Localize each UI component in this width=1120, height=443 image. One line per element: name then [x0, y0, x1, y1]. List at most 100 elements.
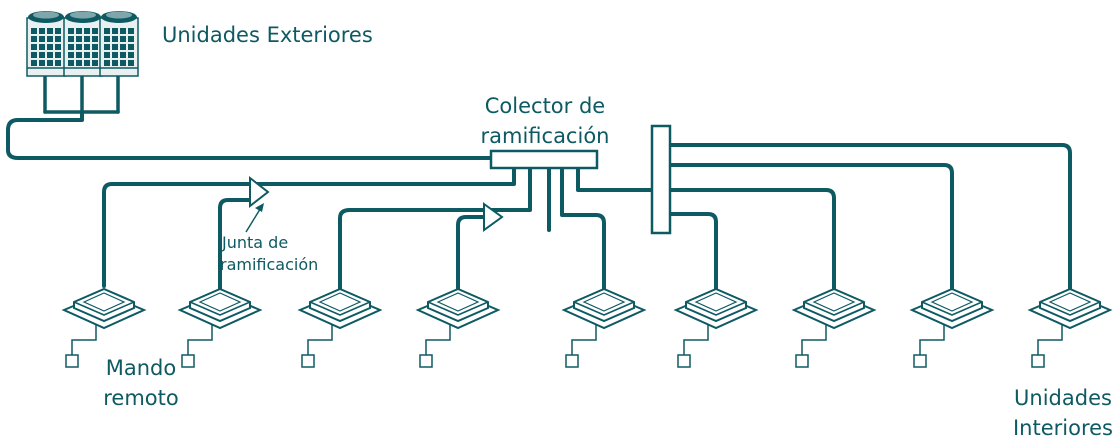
remote-wire	[571, 324, 597, 355]
outdoor-unit-grille-cell	[76, 60, 82, 66]
pipe-fittings	[245, 124, 672, 235]
indoor-unit	[561, 287, 647, 368]
branch-pipe-unit-3	[338, 165, 532, 292]
remote-controller-icon	[301, 354, 315, 368]
outdoor-unit-grille-cell	[31, 28, 37, 34]
indoor-unit-body	[427, 287, 489, 323]
outdoor-unit-grille-cell	[120, 60, 126, 66]
indoor-unit-body	[803, 287, 865, 323]
branch-pipe-unit-7	[668, 188, 836, 292]
indoor-unit-grille	[82, 292, 126, 312]
branch-header-horizontal	[489, 149, 599, 170]
remote-controller-icon	[565, 354, 579, 368]
remote-wire	[801, 324, 827, 355]
indoor-unit-grille	[694, 292, 738, 312]
outdoor-unit-grille-cell	[128, 52, 134, 58]
branch-pipe-unit-5	[560, 165, 606, 292]
outdoor-unit-grille-cell	[92, 52, 98, 58]
remote-control-label-line2: remoto	[103, 386, 179, 410]
outdoor-unit-grille-cell	[128, 44, 134, 50]
outdoor-unit-fan-grille	[106, 11, 132, 19]
branch-header-label-line2: ramificación	[480, 124, 610, 148]
branch-pipe-unit-8	[668, 163, 954, 292]
outdoor-unit-grille-cell	[39, 28, 45, 34]
outdoor-unit-grille-cell	[31, 52, 37, 58]
indoor-units-label: Unidades Interiores	[1006, 383, 1120, 443]
outdoor-unit-grille-cell	[31, 60, 37, 66]
header-link-pipe	[576, 165, 654, 192]
indoor-unit-body	[921, 287, 983, 323]
outdoor-unit-grille-cell	[84, 28, 90, 34]
indoor-unit-edge	[573, 301, 635, 316]
outdoor-unit-grille-cell	[120, 44, 126, 50]
outdoor-unit-grille-cell	[120, 52, 126, 58]
outdoor-unit-grille-cell	[104, 44, 110, 50]
branch-pipe-upper	[256, 165, 516, 186]
outdoor-unit-grille-cell	[84, 60, 90, 66]
indoor-unit	[909, 287, 995, 368]
branch-joint-label-line2: ramificación	[220, 255, 319, 274]
indoor-unit-edge	[427, 301, 489, 316]
outdoor-unit-grille-cell	[76, 52, 82, 58]
outdoor-unit-grille-cell	[55, 52, 61, 58]
outdoor-unit	[63, 11, 103, 77]
indoor-unit	[177, 287, 263, 368]
indoor-unit-body	[573, 287, 635, 323]
outdoor-unit-grille-cell	[55, 28, 61, 34]
indoor-unit-edge	[73, 301, 135, 316]
outdoor-unit	[99, 11, 139, 77]
outdoor-unit-grille-cell	[39, 36, 45, 42]
remote-control-label-line1: Mando	[105, 356, 177, 380]
indoor-unit	[297, 287, 383, 368]
branch-pipe-unit-4	[456, 215, 496, 292]
remote-wire	[425, 324, 451, 355]
main-trunk-pipe	[6, 110, 494, 160]
outdoor-unit-grille-cell	[55, 36, 61, 42]
branch-joint-2	[483, 202, 504, 232]
branch-header-label: Colector de ramificación	[470, 91, 620, 151]
indoor-unit-body	[309, 287, 371, 323]
indoor-unit-edge	[189, 301, 251, 316]
indoor-unit-grille	[812, 292, 856, 312]
indoor-unit-grille	[930, 292, 974, 312]
outdoor-unit-grille-cell	[84, 52, 90, 58]
remote-controller-icon	[181, 354, 195, 368]
remote-controller-icon	[1031, 354, 1045, 368]
remote-wire	[683, 324, 709, 355]
outdoor-unit-grille-cell	[68, 28, 74, 34]
outdoor-unit-grille-cell	[128, 36, 134, 42]
outdoor-unit	[26, 11, 66, 77]
remote-wire	[307, 324, 333, 355]
outdoor-unit-grille-cell	[104, 52, 110, 58]
outdoor-unit-grille-cell	[68, 44, 74, 50]
outdoor-unit-grille-cell	[112, 52, 118, 58]
outdoor-unit-grille-cell	[76, 44, 82, 50]
indoor-unit	[1027, 287, 1113, 368]
indoor-unit-grille	[1048, 292, 1092, 312]
branch-pipe-unit-9	[668, 143, 1072, 292]
indoor-unit-grille	[198, 292, 242, 312]
outdoor-riser-pipes	[43, 74, 120, 114]
outdoor-unit-grille-cell	[55, 44, 61, 50]
branch-joint-label: Junta de ramificación	[220, 232, 319, 276]
indoor-unit-grille	[582, 292, 626, 312]
indoor-unit-body	[189, 287, 251, 323]
indoor-unit-grille	[436, 292, 480, 312]
remote-controller-icon	[677, 354, 691, 368]
branch-pipe-unit-2	[218, 198, 252, 292]
outdoor-unit-grille-cell	[47, 44, 53, 50]
outdoor-unit-grille-cell	[55, 60, 61, 66]
outdoor-unit-grille-cell	[104, 28, 110, 34]
remote-wire	[919, 324, 945, 355]
outdoor-unit-grille-cell	[68, 60, 74, 66]
outdoor-unit-grille-cell	[31, 44, 37, 50]
outdoor-unit-grille-cell	[68, 52, 74, 58]
refrigerant-piping	[6, 74, 1072, 292]
indoor-units-label-line2: Interiores	[1012, 416, 1113, 440]
indoor-unit-edge	[1039, 301, 1101, 316]
outdoor-unit-grille-cell	[120, 36, 126, 42]
outdoor-unit-grille-cell	[84, 36, 90, 42]
branch-joint-pointer-arrowhead	[255, 203, 264, 212]
indoor-unit-edge	[803, 301, 865, 316]
